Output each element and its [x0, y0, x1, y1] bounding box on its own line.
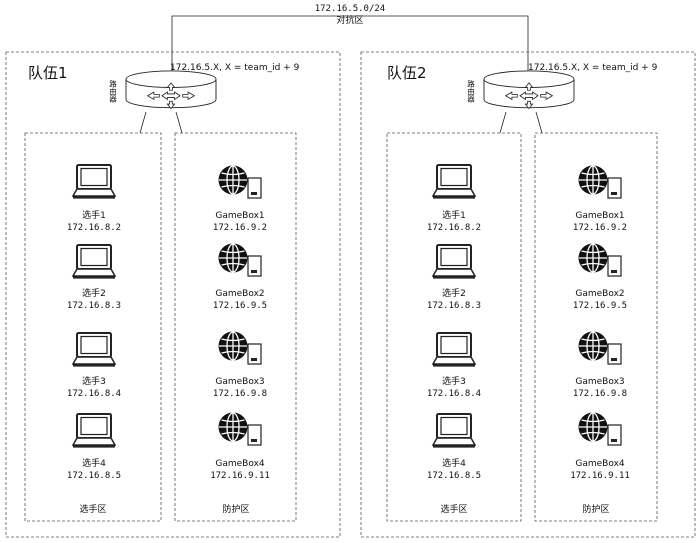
zone-label: 对抗区 [336, 14, 363, 26]
player-ip: 172.16.8.2 [427, 223, 481, 233]
player-4: 选手4 172.16.8.5 [427, 413, 481, 481]
gamebox-ip: 172.16.9.8 [573, 389, 627, 399]
gamebox-icon [217, 330, 262, 365]
gamebox-ip: 172.16.9.5 [213, 301, 267, 311]
gamebox-name: GameBox1 [215, 211, 264, 221]
laptop-icon [432, 244, 476, 280]
router-label: 路由器 [466, 79, 475, 104]
player-1: 选手1 172.16.8.2 [427, 164, 481, 233]
players-zone-label: 选手区 [440, 503, 467, 515]
player-ip: 172.16.8.5 [67, 471, 121, 481]
router-link-defense [175, 111, 183, 134]
player-name: 选手1 [442, 209, 466, 221]
player-name: 选手1 [82, 209, 106, 221]
player-name: 选手4 [442, 457, 466, 469]
gamebox-2: GameBox2 172.16.9.5 [213, 242, 267, 311]
gamebox-name: GameBox2 [575, 289, 624, 299]
team-2-title: 队伍2 [387, 64, 427, 82]
defense-zone-box [174, 132, 297, 522]
player-ip: 172.16.8.3 [67, 301, 121, 311]
gamebox-ip: 172.16.9.11 [210, 471, 270, 481]
player-name: 选手4 [82, 457, 106, 469]
interconnect-line [171, 15, 529, 72]
team-2-router: 172.16.5.X, X = team_id + 9 路由器 [466, 63, 658, 110]
gamebox-3: GameBox3 172.16.9.8 [213, 330, 267, 399]
gamebox-ip: 172.16.9.8 [213, 389, 267, 399]
gamebox-ip: 172.16.9.11 [570, 471, 630, 481]
subnet-label: 172.16.5.0/24 [315, 4, 385, 14]
gamebox-ip: 172.16.9.2 [213, 223, 267, 233]
laptop-icon [72, 332, 116, 368]
player-ip: 172.16.8.5 [427, 471, 481, 481]
player-ip: 172.16.8.4 [67, 389, 121, 399]
team-1-border [5, 51, 341, 538]
player-name: 选手2 [442, 287, 466, 299]
gamebox-name: GameBox2 [215, 289, 264, 299]
gamebox-3: GameBox3 172.16.9.8 [573, 330, 627, 399]
gamebox-1: GameBox1 172.16.9.2 [573, 164, 627, 233]
player-ip: 172.16.8.2 [67, 223, 121, 233]
gamebox-icon [577, 411, 622, 446]
laptop-icon [72, 164, 116, 200]
player-name: 选手3 [442, 375, 466, 387]
gamebox-icon [577, 242, 622, 277]
gamebox-2: GameBox2 172.16.9.5 [573, 242, 627, 311]
team-1-panel: 队伍1 172.16.5.X, X = team_id + 9 路由器 选手区 … [5, 51, 341, 538]
player-name: 选手2 [82, 287, 106, 299]
player-name: 选手3 [82, 375, 106, 387]
laptop-icon [72, 244, 116, 280]
router-link-players [139, 111, 147, 134]
team-2-border [360, 51, 696, 538]
laptop-icon [72, 413, 116, 449]
team-1-router: 172.16.5.X, X = team_id + 9 路由器 [108, 63, 300, 110]
router-link-players [499, 111, 507, 134]
gamebox-name: GameBox1 [575, 211, 624, 221]
player-ip: 172.16.8.4 [427, 389, 481, 399]
player-2: 选手2 172.16.8.3 [67, 244, 121, 311]
gamebox-icon [577, 164, 622, 199]
team-2-panel: 队伍2 172.16.5.X, X = team_id + 9 路由器 选手区 … [360, 51, 696, 538]
player-3: 选手3 172.16.8.4 [427, 332, 481, 399]
gamebox-4: GameBox4 172.16.9.11 [210, 411, 270, 481]
gamebox-4: GameBox4 172.16.9.11 [570, 411, 630, 481]
gamebox-icon [217, 242, 262, 277]
gamebox-name: GameBox3 [575, 377, 624, 387]
player-4: 选手4 172.16.8.5 [67, 413, 121, 481]
gamebox-1: GameBox1 172.16.9.2 [213, 164, 267, 233]
players-zone-label: 选手区 [79, 503, 106, 515]
gamebox-icon [577, 330, 622, 365]
defense-zone-label: 防护区 [582, 503, 609, 515]
player-1: 选手1 172.16.8.2 [67, 164, 121, 233]
router-icon [483, 70, 575, 110]
laptop-icon [432, 164, 476, 200]
router-label: 路由器 [108, 79, 117, 104]
players-zone-box [24, 132, 162, 522]
router-address: 172.16.5.X, X = team_id + 9 [528, 63, 658, 73]
router-icon [125, 70, 217, 110]
gamebox-name: GameBox3 [215, 377, 264, 387]
router-link-defense [535, 111, 543, 134]
gamebox-ip: 172.16.9.5 [573, 301, 627, 311]
router-address: 172.16.5.X, X = team_id + 9 [170, 63, 300, 73]
gamebox-icon [217, 411, 262, 446]
players-zone-box [386, 132, 522, 522]
gamebox-name: GameBox4 [575, 459, 625, 469]
player-3: 选手3 172.16.8.4 [67, 332, 121, 399]
team-1-title: 队伍1 [28, 64, 68, 82]
gamebox-icon [217, 164, 262, 199]
player-2: 选手2 172.16.8.3 [427, 244, 481, 311]
player-ip: 172.16.8.3 [427, 301, 481, 311]
laptop-icon [432, 332, 476, 368]
laptop-icon [432, 413, 476, 449]
gamebox-ip: 172.16.9.2 [573, 223, 627, 233]
defense-zone-label: 防护区 [222, 503, 249, 515]
defense-zone-box [534, 132, 658, 522]
gamebox-name: GameBox4 [215, 459, 265, 469]
